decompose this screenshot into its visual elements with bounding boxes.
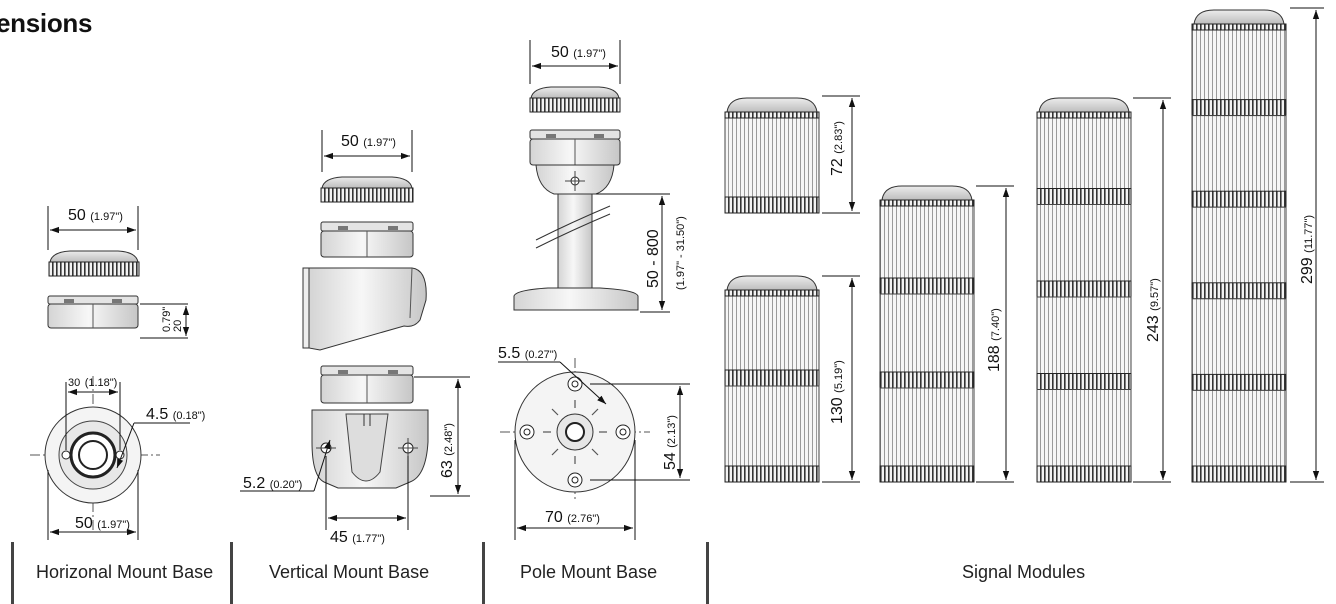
v-width-top-dim: 50 (1.97") xyxy=(341,133,396,150)
h-height-dim: 200.79" xyxy=(161,307,184,332)
s-188-dim: 188 (7.40") xyxy=(986,308,1003,372)
p-pole-dim: 50 - 800 xyxy=(645,229,662,288)
h-45-dim: 4.5 (0.18") xyxy=(146,406,205,423)
pole-mount-base-drawing: 50 (1.97") 50 - 800 (1.97" - 31.50") 5.5… xyxy=(498,40,690,540)
signal-modules-dims: 72 (2.83") 130 (5.19") 188 (7.40") 243 (… xyxy=(829,121,1316,424)
caption-separator xyxy=(706,542,709,604)
p-70-dim: 70 (2.76") xyxy=(545,509,600,526)
vertical-mount-base-drawing: 50 (1.97") 5.2 (0.20") 63 (2.48") 45 (1.… xyxy=(240,130,470,546)
h-width-top-dim: 50 (1.97") xyxy=(68,207,123,224)
module-130 xyxy=(724,275,820,483)
module-72 xyxy=(724,97,820,214)
s-72-dim: 72 (2.83") xyxy=(829,121,846,176)
s-299-dim: 299 (11.77") xyxy=(1299,215,1316,284)
caption-separator xyxy=(230,542,233,604)
signal-modules-drawing xyxy=(724,7,1324,483)
p-54-dim: 54 (2.13") xyxy=(662,415,679,470)
caption-vertical-mount-base: Vertical Mount Base xyxy=(269,562,430,582)
caption-horizontal-mount-base: Horizonal Mount Base xyxy=(36,562,214,582)
caption-separator xyxy=(482,542,485,604)
p-width-top-dim: 50 (1.97") xyxy=(551,44,606,61)
module-299 xyxy=(1191,9,1287,483)
caption-pole-mount-base: Pole Mount Base xyxy=(520,562,658,582)
p-55-dim: 5.5 (0.27") xyxy=(498,345,557,362)
s-130-dim: 130 (5.19") xyxy=(829,360,846,424)
s-243-dim: 243 (9.57") xyxy=(1145,278,1162,342)
v-63-dim: 63 (2.48") xyxy=(439,423,456,478)
v-45-dim: 45 (1.77") xyxy=(330,529,385,546)
h-width-bot-dim: 50 (1.97") xyxy=(75,515,130,532)
module-243 xyxy=(1036,97,1132,483)
h-30-dim: 30 (1.18") xyxy=(68,373,117,390)
p-pole-sub-dim: (1.97" - 31.50") xyxy=(675,216,687,290)
module-188 xyxy=(879,185,975,483)
caption-signal-modules: Signal Modules xyxy=(962,562,1086,582)
horizontal-mount-base-drawing: 50 (1.97") 200.79" 30 (1.18") 4.5 (0.18"… xyxy=(30,206,205,540)
v-52-dim: 5.2 (0.20") xyxy=(243,475,302,492)
page-title: ensions xyxy=(0,8,93,38)
caption-separator xyxy=(11,542,14,604)
